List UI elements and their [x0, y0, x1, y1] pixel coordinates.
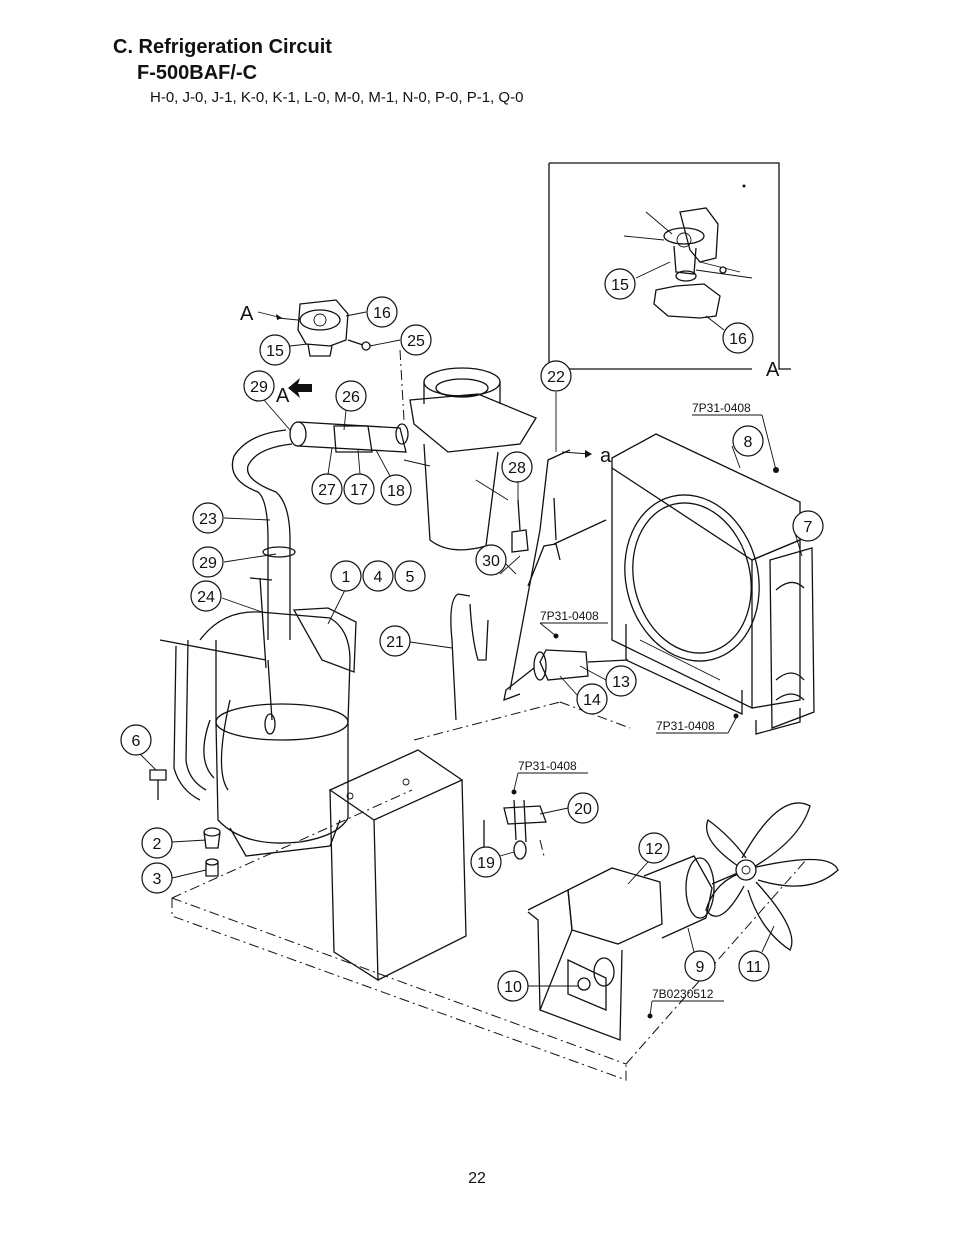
view-marker-a-lower: A [276, 385, 290, 407]
callout-28: 28 [508, 460, 526, 477]
callout-9: 9 [696, 959, 705, 976]
callout-19: 19 [477, 855, 495, 872]
page-number: 22 [468, 1170, 486, 1187]
callout-24: 24 [197, 589, 215, 606]
callout-3: 3 [153, 871, 162, 888]
callout-27: 27 [318, 482, 336, 499]
callout-26: 26 [342, 389, 360, 406]
callout-14: 14 [583, 692, 601, 709]
callout-15-inset: 15 [611, 277, 629, 294]
callout-15: 15 [266, 343, 284, 360]
view-marker-a-top: A [240, 303, 254, 325]
callout-4: 4 [374, 569, 383, 586]
page-title: C. Refrigeration Circuit [113, 36, 332, 58]
part-code-7p31-0408-mid: 7P31-0408 [540, 609, 599, 623]
part-code-7p31-0408-right: 7P31-0408 [656, 719, 715, 733]
callout-6: 6 [132, 733, 141, 750]
part-code-7p31-0408-top: 7P31-0408 [692, 401, 751, 415]
inset-view-label: A [766, 359, 780, 381]
callout-29-lower: 29 [199, 555, 217, 572]
callout-18: 18 [387, 483, 405, 500]
callout-7: 7 [804, 519, 813, 536]
callout-21: 21 [386, 634, 404, 651]
callout-10: 10 [504, 979, 522, 996]
part-code-7p31-0408-switch: 7P31-0408 [518, 759, 577, 773]
callout-30: 30 [482, 553, 500, 570]
callout-2: 2 [153, 836, 162, 853]
model-number: F-500BAF/-C [137, 62, 258, 84]
callout-22: 22 [547, 369, 565, 386]
callout-20: 20 [574, 801, 592, 818]
fan-11-blades [705, 802, 839, 951]
callout-16-inset: 16 [729, 331, 747, 348]
part-code-7b0230512: 7B0230512 [652, 987, 714, 1001]
callout-8: 8 [744, 434, 753, 451]
callout-1: 1 [342, 569, 351, 586]
main-assembly [149, 299, 839, 1081]
callout-13: 13 [612, 674, 630, 691]
part-code-labels: 7P31-0408 7P31-0408 7P31-0408 7P31-0408 … [511, 401, 779, 1019]
callout-25: 25 [407, 333, 425, 350]
callouts: 15 16 A A A a 16 25 15 29 26 27 17 18 [120, 261, 824, 1002]
callout-29-upper: 29 [250, 379, 268, 396]
callout-16: 16 [373, 305, 391, 322]
inset-view-a [548, 162, 791, 370]
model-variants: H-0, J-0, J-1, K-0, K-1, L-0, M-0, M-1, … [150, 89, 524, 106]
branch-letter-a: a [600, 445, 612, 467]
callout-11: 11 [746, 959, 763, 976]
callout-5: 5 [406, 569, 415, 586]
callout-12: 12 [645, 841, 663, 858]
callout-23: 23 [199, 511, 217, 528]
callout-17: 17 [350, 482, 368, 499]
